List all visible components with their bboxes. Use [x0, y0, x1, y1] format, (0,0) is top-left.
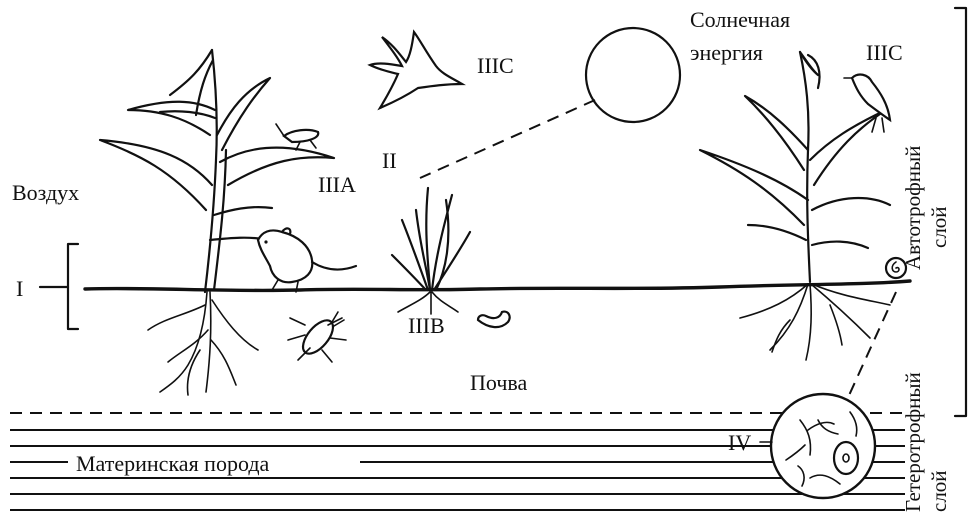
- sun-icon: [586, 28, 680, 122]
- solar-energy-label-line2: энергия: [690, 40, 763, 65]
- layer-right-bracket: [955, 8, 966, 416]
- grass-clump-icon: [392, 188, 470, 314]
- mouse-icon: [258, 228, 356, 292]
- autotrophic-layer-label-line1: Автотрофный: [901, 146, 925, 270]
- layer-IIIA-label: IIIA: [318, 172, 356, 197]
- flying-bird-icon: [370, 32, 462, 108]
- layer-IIIC-bird-label: IIIC: [477, 53, 514, 78]
- beetle-icon: [288, 312, 346, 362]
- solar-energy-label-line1: Солнечная: [690, 7, 790, 32]
- air-label: Воздух: [12, 180, 79, 205]
- layer-IIIC-right-label: IIIC: [866, 40, 903, 65]
- left-plant-icon: [100, 50, 334, 395]
- right-plant-icon: [700, 52, 890, 360]
- layer-II-label: II: [382, 148, 397, 173]
- layer-I-label: I: [16, 276, 23, 301]
- grasshopper-icon: [276, 124, 318, 150]
- mouse-eye: [264, 240, 267, 243]
- layer-IV-label: IV: [728, 430, 751, 455]
- soil-label: Почва: [470, 370, 527, 395]
- heterotrophic-layer-label-line2: слой: [927, 470, 951, 512]
- sun-ray-dashed-line: [420, 100, 595, 178]
- layer-IIIB-label: IIIB: [408, 313, 445, 338]
- parent-rock-label: Материнская порода: [76, 451, 270, 476]
- autotrophic-layer-label-line2: слой: [927, 206, 951, 248]
- layer-I-bracket: [40, 244, 78, 329]
- larva-icon: [478, 312, 510, 327]
- soil-surface-line: [85, 281, 910, 290]
- heterotrophic-layer-label-line1: Гетеротрофный: [901, 372, 925, 512]
- magnifier-dashed-line: [846, 292, 896, 402]
- soil-microorganisms-magnifier-icon: [771, 394, 875, 498]
